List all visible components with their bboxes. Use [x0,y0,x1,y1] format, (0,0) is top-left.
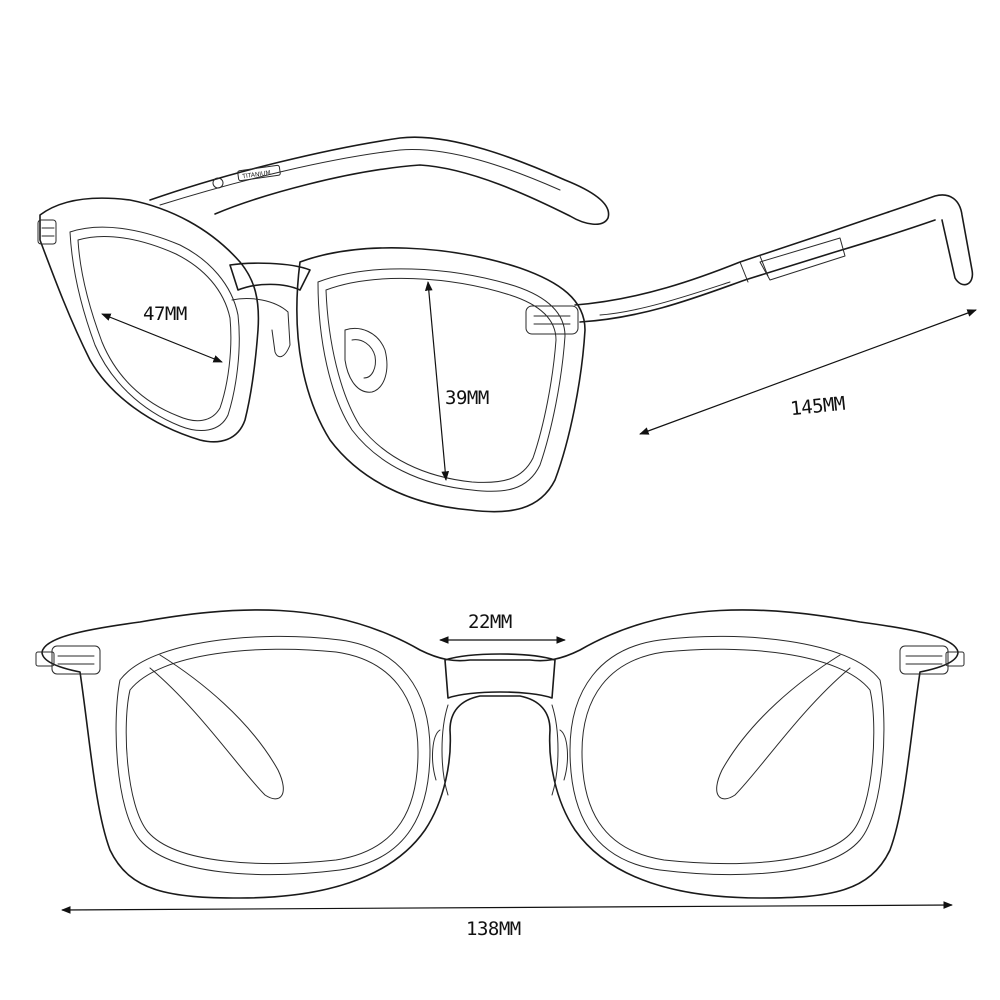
left-temple-behind [149,654,284,800]
frame-width-arrow [61,901,953,914]
near-temple [574,194,974,323]
temple-length-label: 145MM [789,393,846,421]
front-left-lens-outer [115,635,431,876]
far-temple: TITANIUM [149,136,610,225]
lens-height-label: 39MM [445,387,489,409]
front-left-lens-inner [125,648,419,865]
front-frame-outline [41,609,959,899]
perspective-view: TITANIUM [37,136,977,513]
front-right-hinge [899,645,965,675]
front-left-hinge [35,645,101,675]
front-right-lens-inner [581,648,875,865]
perspective-right-frame [296,247,586,513]
frame-width-label: 138MM [466,918,521,940]
front-bridge [444,653,556,699]
perspective-bridge [229,262,311,358]
temple-length-arrow [639,309,977,435]
lens-height-arrow [424,281,450,481]
right-temple-behind [716,654,851,800]
lens-width-arrow [101,313,223,363]
bridge-width-label: 22MM [468,611,512,633]
temple-imprint: TITANIUM [241,169,271,180]
front-view: 22MM 138MM [35,609,965,940]
front-right-lens-outer [569,635,885,876]
lens-width-label: 47MM [143,303,187,325]
